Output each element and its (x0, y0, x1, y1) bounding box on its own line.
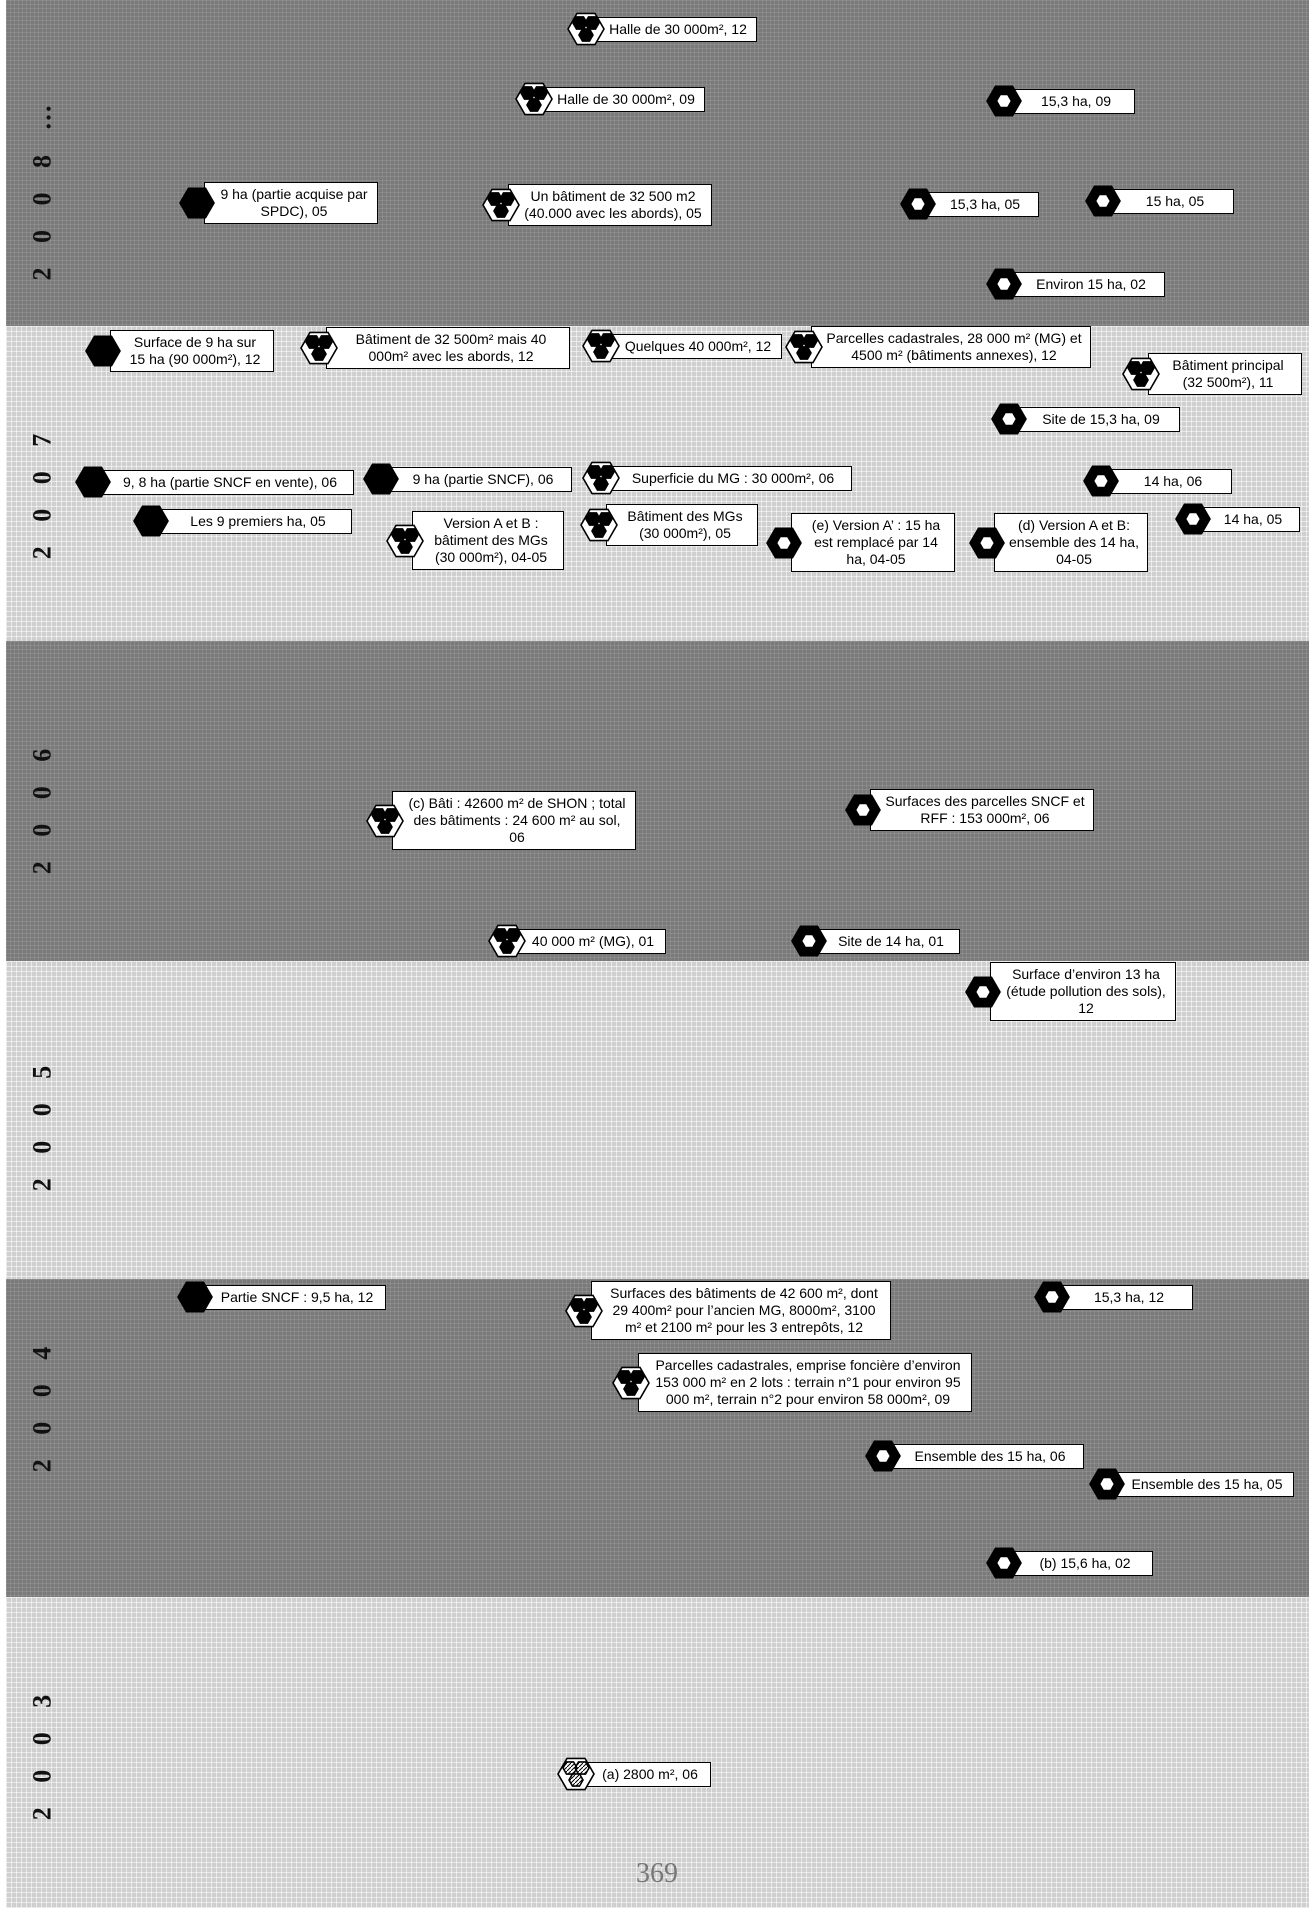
timeline-entry: Parcelles cadastrales, emprise foncière … (610, 1353, 972, 1412)
timeline-entry: Ensemble des 15 ha, 06 (862, 1437, 1084, 1475)
hexagon-ring-icon (842, 791, 884, 829)
timeline-entry: 15,3 ha, 05 (897, 185, 1039, 223)
hexagon-cluster-icon (298, 329, 340, 367)
year-band-2008 (6, 0, 1309, 326)
hexagon-ring-icon (1086, 1465, 1128, 1503)
timeline-entry: (c) Bâti : 42600 m² de SHON ; total des … (364, 791, 636, 850)
hexagon-cluster-icon (610, 1364, 652, 1402)
timeline-entry: 15,3 ha, 09 (983, 82, 1135, 120)
hexagon-ring-icon (897, 185, 939, 223)
timeline-entry: Environ 15 ha, 02 (983, 265, 1165, 303)
hexagon-cluster-icon (580, 459, 622, 497)
hexagon-cluster-icon (513, 80, 555, 118)
page-number: 369 (636, 1858, 678, 1889)
single-hexagon-icon (82, 332, 124, 370)
hexagon-cluster-icon (565, 10, 607, 48)
timeline-entry: Bâtiment de 32 500m² mais 40 000m² avec … (298, 327, 570, 369)
timeline-entry: Halle de 30 000m², 09 (513, 80, 705, 118)
single-hexagon-icon (72, 463, 114, 501)
timeline-entry: Site de 15,3 ha, 09 (988, 400, 1180, 438)
hexagon-cluster-icon (384, 522, 426, 560)
timeline-entry: Surfaces des bâtiments de 42 600 m², don… (563, 1281, 891, 1340)
hexagon-cluster-icon (486, 922, 528, 960)
timeline-entry: Parcelles cadastrales, 28 000 m² (MG) et… (783, 326, 1091, 368)
year-band-2005 (6, 961, 1309, 1279)
hexagon-ring-icon (962, 973, 1004, 1011)
single-hexagon-icon (360, 460, 402, 498)
year-label-2008: 2 0 0 8 … (27, 95, 56, 281)
timeline-entry: Surface de 9 ha sur 15 ha (90 000m²), 12 (82, 330, 274, 372)
year-band-2004 (6, 1279, 1309, 1597)
timeline-entry: Un bâtiment de 32 500 m2 (40.000 avec le… (480, 184, 712, 226)
timeline-entry: Superficie du MG : 30 000m², 06 (580, 459, 852, 497)
hexagon-ring-icon (1082, 182, 1124, 220)
timeline-entry: Ensemble des 15 ha, 05 (1086, 1465, 1294, 1503)
hexagon-ring-icon (862, 1437, 904, 1475)
single-hexagon-icon (174, 1278, 216, 1316)
year-band-2003 (6, 1597, 1309, 1908)
hatched-hexagon-cluster-icon (555, 1755, 597, 1793)
timeline-entry: 9, 8 ha (partie SNCF en vente), 06 (72, 463, 354, 501)
year-label-2005: 2 0 0 5 (27, 1056, 56, 1192)
single-hexagon-icon (176, 184, 218, 222)
timeline-entry: (e) Version A’ : 15 ha est remplacé par … (763, 513, 955, 572)
timeline-entry: Surfaces des parcelles SNCF et RFF : 153… (842, 789, 1094, 831)
hexagon-cluster-icon (578, 506, 620, 544)
timeline-entry: Halle de 30 000m², 12 (565, 10, 757, 48)
timeline-entry: Site de 14 ha, 01 (788, 922, 960, 960)
hexagon-ring-icon (1080, 462, 1122, 500)
hexagon-ring-icon (788, 922, 830, 960)
hexagon-cluster-icon (480, 186, 522, 224)
hexagon-cluster-icon (1120, 355, 1162, 393)
timeline-entry: 40 000 m² (MG), 01 (486, 922, 666, 960)
hexagon-ring-icon (983, 265, 1025, 303)
timeline-entry: Surface d’environ 13 ha (étude pollution… (962, 962, 1176, 1021)
hexagon-ring-icon (1031, 1278, 1073, 1316)
hexagon-ring-icon (988, 400, 1030, 438)
timeline-entry: (a) 2800 m², 06 (555, 1755, 711, 1793)
year-label-2003: 2 0 0 3 (27, 1685, 56, 1821)
hexagon-cluster-icon (580, 327, 622, 365)
hexagon-ring-icon (983, 82, 1025, 120)
timeline-entry: Partie SNCF : 9,5 ha, 12 (174, 1278, 386, 1316)
year-label-2006: 2 0 0 6 (27, 739, 56, 875)
hexagon-ring-icon (966, 524, 1008, 562)
timeline-entry: 9 ha (partie acquise par SPDC), 05 (176, 182, 378, 224)
timeline-entry: 14 ha, 06 (1080, 462, 1232, 500)
timeline-entry: Les 9 premiers ha, 05 (130, 502, 352, 540)
timeline-entry: Bâtiment des MGs (30 000m²), 05 (578, 504, 758, 546)
single-hexagon-icon (130, 502, 172, 540)
year-band-2006 (6, 641, 1309, 961)
hexagon-cluster-icon (364, 802, 406, 840)
timeline-entry: Quelques 40 000m², 12 (580, 327, 782, 365)
year-label-2007: 2 0 0 7 (27, 424, 56, 560)
timeline-entry: (b) 15,6 ha, 02 (983, 1544, 1153, 1582)
timeline-entry: 15 ha, 05 (1082, 182, 1234, 220)
timeline-entry: 14 ha, 05 (1172, 500, 1300, 538)
hexagon-ring-icon (983, 1544, 1025, 1582)
hexagon-ring-icon (1172, 500, 1214, 538)
timeline-entry: 9 ha (partie SNCF), 06 (360, 460, 572, 498)
hexagon-cluster-icon (563, 1292, 605, 1330)
hexagon-cluster-icon (783, 328, 825, 366)
year-label-2004: 2 0 0 4 (27, 1337, 56, 1473)
timeline-entry: 15,3 ha, 12 (1031, 1278, 1193, 1316)
timeline-entry: Version A et B : bâtiment des MGs (30 00… (384, 511, 564, 570)
timeline-entry: Bâtiment principal (32 500m²), 11 (1120, 353, 1302, 395)
hexagon-ring-icon (763, 524, 805, 562)
timeline-entry: (d) Version A et B: ensemble des 14 ha, … (966, 513, 1148, 572)
